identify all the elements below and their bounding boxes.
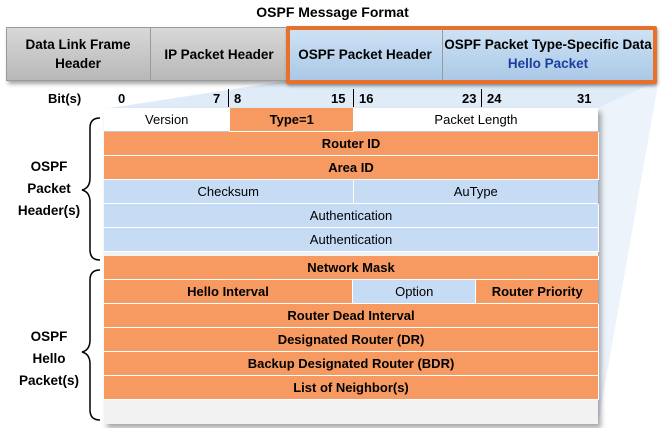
grid-row-hello-interval: Hello Interval Option Router Priority: [104, 280, 598, 304]
segment-ospf-type-data: OSPF Packet Type-Specific Data Hello Pac…: [443, 27, 653, 81]
bit-divider: [353, 89, 354, 107]
field-autype: AuType: [353, 180, 598, 204]
segment-label: IP Packet Header: [164, 46, 274, 62]
field-network-mask: Network Mask: [104, 256, 599, 280]
segment-label: OSPF Packet Type-Specific Data: [444, 37, 652, 52]
field-type: Type=1: [230, 108, 354, 132]
grid-row-checksum: Checksum AuType: [104, 180, 598, 204]
side-label-line: OSPF: [30, 329, 68, 344]
bit-24: 24: [487, 91, 502, 106]
field-hello-interval: Hello Interval: [104, 280, 353, 304]
field-designated-router: Designated Router (DR): [104, 328, 599, 352]
side-label-line: Packet: [27, 181, 71, 196]
segment-ip-header: IP Packet Header: [151, 27, 288, 81]
diagram-title: OSPF Message Format: [256, 4, 409, 20]
side-label-header: OSPF Packet Header(s): [14, 156, 84, 222]
field-checksum: Checksum: [104, 180, 354, 204]
highlight-box: [286, 26, 657, 84]
packet-grid: Version Type=1 Packet Length Router ID A…: [104, 108, 599, 424]
bit-23: 23: [462, 91, 477, 106]
field-authentication-2: Authentication: [104, 228, 599, 252]
segment-ospf-header: OSPF Packet Header: [288, 27, 443, 81]
field-version: Version: [104, 108, 231, 132]
bit-7: 7: [213, 91, 221, 106]
segment-sublabel: Hello Packet: [507, 56, 589, 71]
field-router-priority: Router Priority: [476, 280, 598, 304]
field-router-id: Router ID: [104, 132, 599, 156]
field-area-id: Area ID: [104, 156, 599, 180]
bit-0: 0: [118, 91, 126, 106]
bits-label: Bit(s): [48, 91, 82, 106]
bit-15: 15: [331, 91, 346, 106]
side-label-line: Header(s): [17, 203, 81, 218]
bit-16: 16: [359, 91, 374, 106]
field-packet-length: Packet Length: [353, 108, 598, 132]
segment-data-link-header: Data Link Frame Header: [6, 27, 151, 81]
bit-divider: [481, 89, 482, 107]
field-authentication-1: Authentication: [104, 204, 599, 228]
field-option: Option: [352, 280, 477, 304]
field-router-dead-interval: Router Dead Interval: [104, 304, 599, 328]
side-label-line: Packet(s): [18, 373, 80, 388]
field-neighbor-list: List of Neighbor(s): [104, 376, 599, 400]
side-label-line: OSPF: [30, 159, 68, 174]
bit-8: 8: [234, 91, 242, 106]
bit-31: 31: [577, 91, 592, 106]
side-label-hello: OSPF Hello Packet(s): [14, 326, 84, 392]
segment-label: Data Link Frame Header: [25, 37, 131, 71]
segment-label: OSPF Packet Header: [298, 46, 432, 62]
side-label-line: Hello: [32, 351, 66, 366]
bit-divider: [228, 89, 229, 107]
field-backup-designated-router: Backup Designated Router (BDR): [104, 352, 599, 376]
grid-row-version: Version Type=1 Packet Length: [104, 108, 598, 132]
